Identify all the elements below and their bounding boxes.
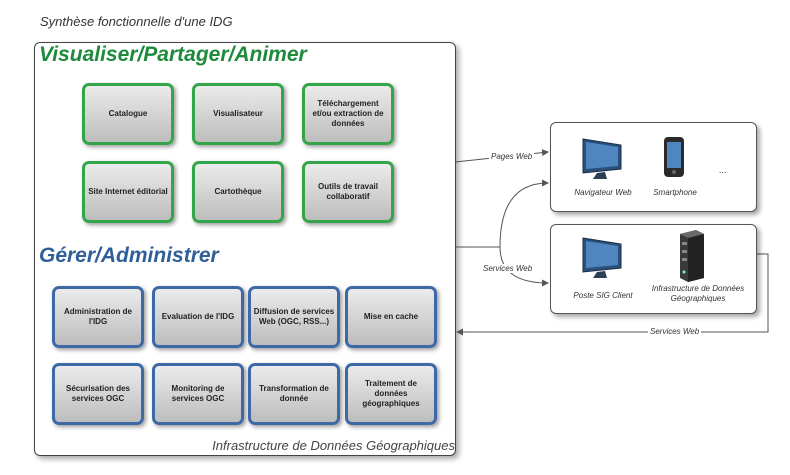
edge-services-web-down <box>499 246 549 287</box>
module-label: Outils de travail collaboratif <box>317 182 379 201</box>
module-label: Diffusion de services Web (OGC, RSS...) <box>253 307 335 326</box>
edge-services-web-up <box>499 179 549 248</box>
label-smartphone: Smartphone <box>653 188 697 197</box>
edge-label-services-web-return: Services Web <box>648 327 702 336</box>
visualiser-heading: Visualiser/Partager/Animer <box>39 43 307 66</box>
module-label: Visualisateur <box>213 109 263 118</box>
module-label: Téléchargement et/ou extraction de donné… <box>312 99 384 128</box>
module-label: Catalogue <box>108 109 148 118</box>
module-label: Site Internet éditorial <box>88 187 168 196</box>
module-administration: Administration de l'IDG <box>52 286 144 348</box>
edge-label-pages-web: Pages Web <box>489 152 535 161</box>
module-securisation: Sécurisation des services OGC <box>52 363 144 425</box>
module-transformation: Transformation de donnée <box>248 363 340 425</box>
module-diffusion: Diffusion de services Web (OGC, RSS...) <box>248 286 340 348</box>
monitor-icon <box>582 138 622 179</box>
module-label: Administration de l'IDG <box>63 307 132 326</box>
module-telechargement: Téléchargement et/ou extraction de donné… <box>302 83 394 145</box>
module-visualisateur: Visualisateur <box>192 83 284 145</box>
label-ellipsis: ... <box>719 165 727 175</box>
module-label: Traitement de données géographiques <box>362 379 420 408</box>
label-infrastructure-idg: Infrastructure de Données Géographiques <box>651 284 745 303</box>
module-cartotheque: Cartothèque <box>192 161 284 223</box>
module-label: Evaluation de l'IDG <box>161 312 235 321</box>
idg-container: Visualiser/Partager/Animer Catalogue Vis… <box>34 42 456 456</box>
gerer-heading: Gérer/Administrer <box>39 244 219 267</box>
module-label: Sécurisation des services OGC <box>65 384 131 403</box>
module-mise-en-cache: Mise en cache <box>345 286 437 348</box>
module-label: Mise en cache <box>363 312 419 321</box>
module-label: Transformation de donnée <box>259 384 329 403</box>
module-catalogue: Catalogue <box>82 83 174 145</box>
label-poste-sig: Poste SIG Client <box>573 291 633 300</box>
infrastructure-label: Infrastructure de Données Géographiques <box>212 438 455 453</box>
smartphone-icon <box>664 137 684 177</box>
module-label: Cartothèque <box>214 187 262 196</box>
module-label: Monitoring de services OGC <box>171 384 225 403</box>
edge-label-services-web: Services Web <box>481 264 535 273</box>
module-monitoring: Monitoring de services OGC <box>152 363 244 425</box>
page-title: Synthèse fonctionnelle d'une IDG <box>40 14 233 29</box>
module-site-internet: Site Internet éditorial <box>82 161 174 223</box>
label-navigateur-web: Navigateur Web <box>574 188 632 197</box>
server-icon <box>680 230 704 282</box>
module-outils-collaboratif: Outils de travail collaboratif <box>302 161 394 223</box>
module-evaluation: Evaluation de l'IDG <box>152 286 244 348</box>
module-traitement: Traitement de données géographiques <box>345 363 437 425</box>
monitor-icon <box>582 237 622 278</box>
